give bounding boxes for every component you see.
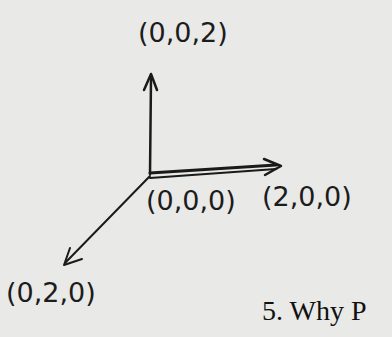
y-arrowhead	[64, 248, 82, 265]
y-axis	[66, 176, 150, 262]
z-axis	[150, 78, 151, 174]
coordinate-label: (0,0,0)	[146, 186, 236, 216]
heading-text: 5. Why P	[262, 296, 367, 327]
x-axis	[150, 165, 276, 173]
coordinate-label: (0,0,2)	[138, 18, 228, 48]
x-arrowhead	[264, 159, 281, 175]
coordinate-label: (0,2,0)	[6, 278, 96, 308]
z-arrowhead	[144, 74, 157, 90]
x-axis-double	[150, 169, 276, 178]
coordinate-label: (2,0,0)	[262, 182, 352, 212]
